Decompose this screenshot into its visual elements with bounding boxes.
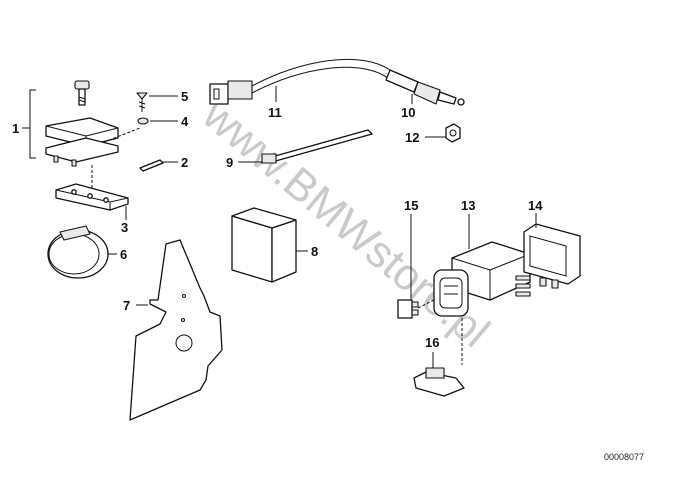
clamp-screw-housing [59, 225, 91, 241]
cable-lower [251, 66, 389, 94]
screw-head [136, 92, 148, 100]
part-14-relay-cover[interactable] [523, 213, 581, 289]
relay-socket [433, 269, 469, 317]
sensor-sleeve [385, 69, 419, 93]
callout-1: 1 [12, 121, 19, 136]
part-9-cable-tie[interactable] [238, 129, 373, 164]
cover-side [271, 219, 297, 283]
part-4-washer[interactable] [137, 117, 178, 125]
nut [445, 123, 461, 143]
callout-14: 14 [528, 198, 543, 213]
callout-7: 7 [123, 298, 130, 313]
sensor-hex [413, 81, 441, 105]
shield-plate [129, 239, 223, 421]
callout-2: 2 [181, 155, 188, 170]
group-bracket [29, 89, 36, 159]
part-3-bracket[interactable] [55, 183, 129, 220]
callout-12: 12 [405, 130, 419, 145]
connector-body [227, 80, 253, 100]
part-8-cover[interactable] [231, 207, 308, 283]
callout-3: 3 [121, 220, 128, 235]
callout-16: 16 [425, 335, 439, 350]
part-6-hose-clamp[interactable] [47, 225, 117, 279]
part-10-temperature-sensor[interactable] [385, 69, 465, 106]
sensor-tip [457, 98, 465, 106]
part-16-clip[interactable] [413, 352, 465, 397]
diagram-reference-number: 00008077 [604, 452, 644, 462]
rubber-cushion [45, 117, 119, 147]
part-1-sensor-mount-assembly[interactable] [22, 80, 141, 192]
callout-15: 15 [404, 198, 418, 213]
cable-upper [251, 58, 391, 87]
callout-11: 11 [268, 105, 282, 120]
callout-6: 6 [120, 247, 127, 262]
part-5-screw[interactable] [136, 92, 178, 112]
callout-9: 9 [226, 155, 233, 170]
callout-10: 10 [401, 105, 415, 120]
part-11-cable-connector[interactable] [209, 58, 391, 105]
callout-13: 13 [461, 198, 475, 213]
bolt-head [74, 80, 90, 90]
part-7-heat-shield[interactable] [129, 239, 223, 421]
tie-head [261, 153, 277, 164]
callout-5: 5 [181, 89, 188, 104]
clip-tab [425, 367, 445, 379]
callout-8: 8 [311, 244, 318, 259]
fuse-body [397, 299, 413, 319]
cover-opening [529, 235, 567, 277]
cover-top [231, 207, 297, 229]
pin [139, 159, 164, 172]
part-2-pin[interactable] [139, 159, 178, 172]
part-12-nut[interactable] [425, 123, 461, 143]
part-15-fuse[interactable] [397, 214, 435, 319]
washer [137, 117, 149, 125]
base-plate [45, 137, 119, 163]
sensor-thread [437, 91, 457, 105]
cover-frame [523, 223, 581, 285]
callout-4: 4 [181, 114, 189, 129]
part-13-relay[interactable] [433, 214, 531, 365]
